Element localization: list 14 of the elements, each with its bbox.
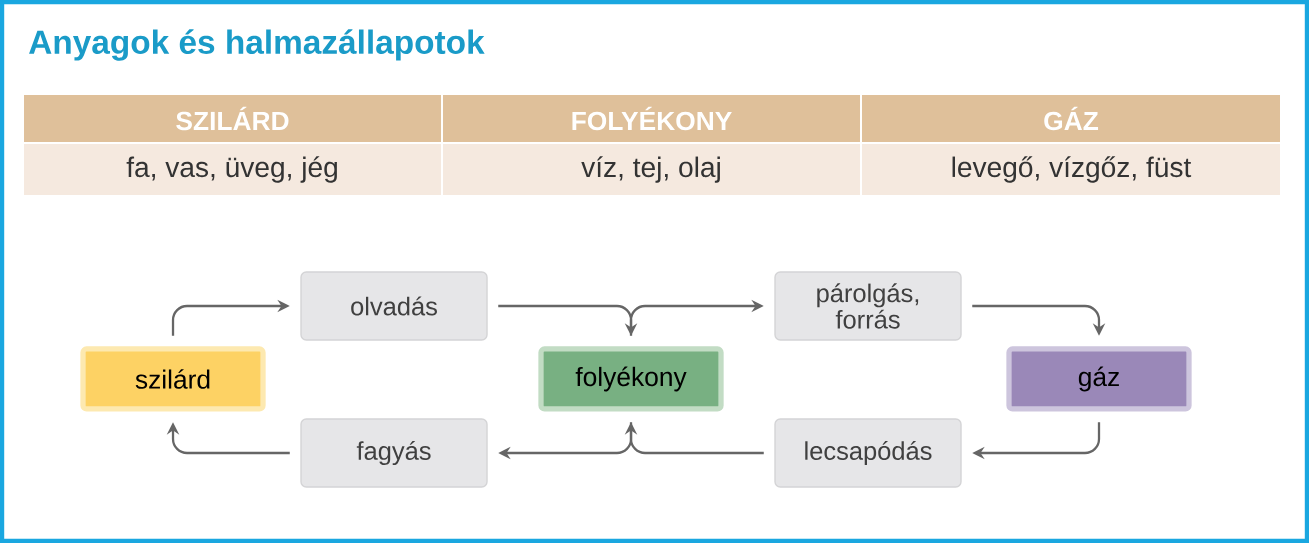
title: Anyagok és halmazállapotok (29, 29, 485, 61)
state-box: gáz (1006, 346, 1192, 412)
table-cell: víz, tej, olaj (443, 144, 860, 195)
process-box: lecsapódás (774, 418, 962, 488)
process-box: párolgás, forrás (774, 271, 962, 341)
table-header-cell: FOLYÉKONY (443, 95, 860, 142)
table-header-cell: SZILÁRD (24, 95, 441, 142)
process-box: fagyás (300, 418, 488, 488)
table-header-cell: GÁZ (862, 95, 1280, 142)
state-box: folyékony (538, 346, 724, 412)
process-box: olvadás (300, 271, 488, 341)
table-cell: levegő, vízgőz, füst (862, 144, 1280, 195)
state-box: szilárd (80, 346, 266, 412)
table-cell: fa, vas, üveg, jég (24, 144, 441, 195)
